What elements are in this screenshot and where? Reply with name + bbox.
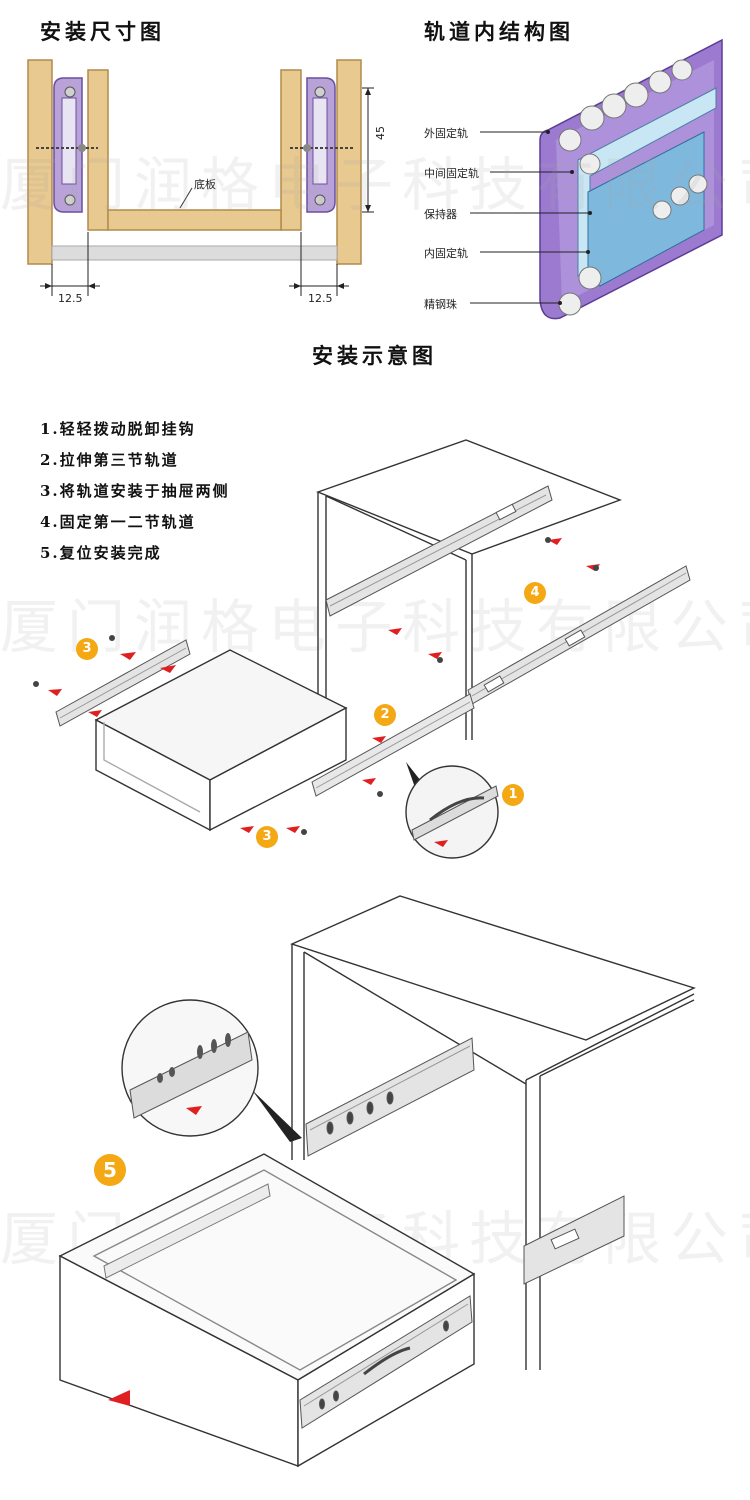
drawer-left-side	[87, 69, 109, 231]
cabinet-rail-outer	[467, 565, 691, 705]
steel-ball-row-bottom	[558, 266, 602, 316]
drawer-interior-rail	[103, 1183, 271, 1279]
retainer-label: 保持器	[424, 208, 457, 221]
install-step-3: 3.将轨道安装于抽屉两侧	[40, 482, 230, 500]
install-step-2: 2.拉伸第三节轨道	[40, 451, 179, 469]
steel-ball-row-top	[558, 59, 693, 152]
inner-rail-label: 内固定轨	[424, 247, 468, 260]
drawer-bottom-board	[107, 209, 282, 231]
drawer-rail-final	[299, 1295, 473, 1429]
badge-step-5: 5	[94, 1154, 126, 1186]
cabinet-rail-final-left	[305, 1037, 475, 1157]
middle-rail	[577, 87, 717, 277]
drawer-rail-left	[55, 639, 191, 727]
left-cabinet-wall	[27, 59, 53, 265]
cabinet-top-final	[290, 895, 696, 1041]
right-cabinet-wall	[336, 59, 362, 265]
zoom-detail-5	[121, 999, 302, 1142]
inner-rail	[587, 131, 705, 287]
install-steps-list: 1.轻轻拨动脱卸挂钩 2.拉伸第三节轨道 3.将轨道安装于抽屉两侧 4.固定第一…	[40, 414, 230, 569]
size-diagram-title: 安装尺寸图	[40, 19, 165, 44]
badge-step-2: 2	[374, 704, 396, 726]
middle-rail-label: 中间固定轨	[424, 167, 479, 180]
cabinet-rail-inner	[325, 485, 553, 617]
drawer-final	[58, 1153, 476, 1468]
structure-diagram-title: 轨道内结构图	[424, 19, 574, 44]
steel-ball-label: 精钢珠	[424, 298, 457, 311]
cabinet-rail-final-right	[523, 1195, 625, 1285]
badge-step-3-drawer-rail: 3	[76, 638, 98, 660]
install-step-5: 5.复位安装完成	[40, 544, 162, 562]
badge-step-1: 1	[502, 784, 524, 806]
badge-step-3-drawer-side: 3	[256, 826, 278, 848]
right-gap-dimension-label: 12.5	[308, 292, 333, 305]
cabinet-top	[316, 439, 622, 555]
bottom-board-label: 底板	[194, 178, 216, 191]
grey-base-plate	[51, 245, 338, 261]
badge-step-4: 4	[524, 582, 546, 604]
zoom-detail-1	[405, 762, 499, 859]
install-step-4: 4.固定第一二节轨道	[40, 513, 196, 531]
left-gap-dimension-label: 12.5	[58, 292, 83, 305]
install-diagram-title: 安装示意图	[312, 343, 437, 368]
right-slide-profile	[290, 77, 354, 213]
install-step-1: 1.轻轻拨动脱卸挂钩	[40, 420, 196, 438]
extended-rail	[311, 693, 475, 797]
outer-rail-label: 外固定轨	[424, 127, 468, 140]
drawer-right-side	[280, 69, 302, 231]
drawer-box	[94, 649, 348, 832]
left-slide-profile	[36, 77, 98, 213]
steel-ball-row-middle	[579, 153, 708, 220]
